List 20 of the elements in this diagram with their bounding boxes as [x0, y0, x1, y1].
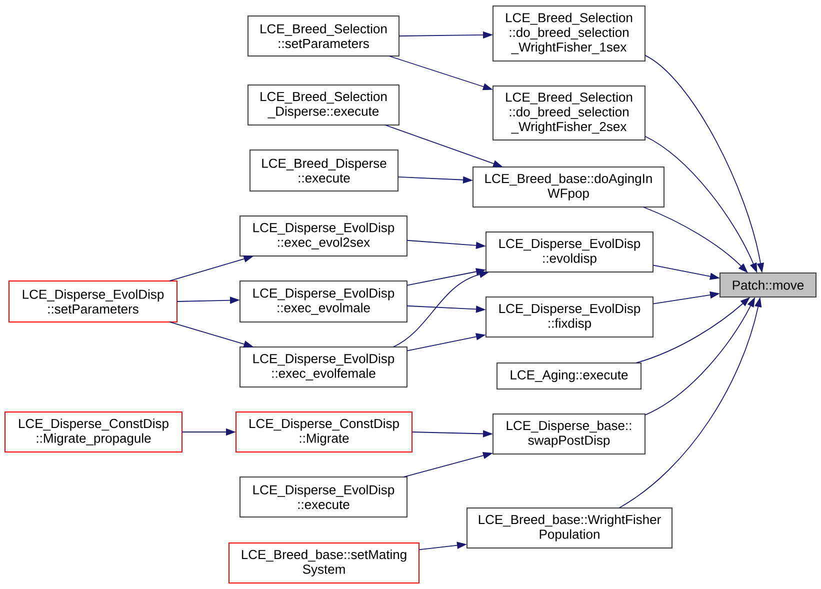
function-box: LCE_Disperse_EvolDisp ::exec_evolmale	[240, 280, 408, 322]
function-box: LCE_Disperse_ConstDisp ::Migrate	[236, 412, 412, 452]
function-box: LCE_Disperse_EvolDisp ::fixdisp	[486, 296, 654, 338]
function-box: LCE_Breed_base::setMating System	[228, 542, 420, 584]
function-box: LCE_Breed_base::WrightFisher Population	[466, 508, 672, 548]
function-box: LCE_Disperse_EvolDisp ::exec_evol2sex	[240, 216, 408, 256]
function-box: LCE_Breed_Selection ::do_breed_selection _WrightFisher_2sex	[492, 86, 646, 140]
function-box: LCE_Breed_Selection ::setParameters	[248, 16, 400, 56]
function-box: LCE_Breed_Selection ::do_breed_selection _WrightFisher_1sex	[492, 6, 646, 62]
function-box: LCE_Breed_Selection _Disperse::execute	[248, 84, 400, 126]
function-box: LCE_Breed_base::doAgingIn WFpop	[472, 166, 664, 208]
function-box: LCE_Disperse_ConstDisp ::Migrate_propagule	[4, 412, 182, 452]
function-box: LCE_Aging::execute	[496, 362, 642, 390]
function-box: LCE_Disperse_base:: swapPostDisp	[492, 414, 646, 454]
target-function-box: Patch::move	[720, 272, 816, 298]
function-box: LCE_Disperse_EvolDisp ::evoldisp	[486, 232, 654, 272]
function-box: LCE_Disperse_EvolDisp ::setParameters	[8, 280, 178, 322]
function-box: LCE_Disperse_EvolDisp ::execute	[240, 476, 408, 518]
function-box: LCE_Disperse_EvolDisp ::exec_evolfemale	[240, 346, 408, 388]
function-box: LCE_Breed_Disperse ::execute	[250, 150, 398, 192]
